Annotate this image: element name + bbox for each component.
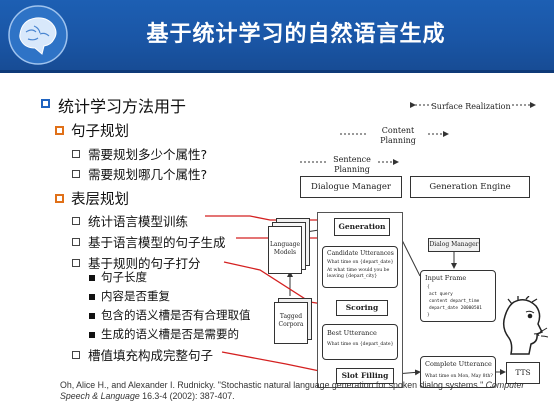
list-item: 内容是否重复: [101, 289, 170, 303]
list-item: 需要规划哪几个属性?: [88, 167, 208, 182]
bullet-square-icon: [72, 238, 80, 246]
tagged-corpora-box: Tagged Corpora: [274, 302, 308, 344]
list-item: 句子长度: [101, 270, 147, 284]
citation: Oh, Alice H., and Alexander I. Rudnicky.…: [60, 380, 540, 402]
candidate-text: At what time would you be leaving {depar…: [327, 268, 390, 279]
best-utterance-box: Best Utterance What time on {depart_date…: [322, 324, 398, 360]
citation-authors: Oh, Alice H., and Alexander I. Rudnicky.…: [60, 380, 486, 390]
tts-box: TTS: [506, 362, 540, 384]
speaking-head-icon: [502, 296, 548, 355]
slot-filling-label: Slot Filling: [341, 371, 389, 380]
candidate-utterances-label: Candidate Utterances: [327, 250, 394, 257]
dialogue-manager-label: Dialogue Manager: [311, 182, 391, 192]
language-models-label: Language Models: [269, 241, 301, 256]
dialogue-manager-box: Dialogue Manager: [300, 176, 402, 198]
bullet-square-icon: [72, 217, 80, 225]
list-item: 槽值填充构成完整句子: [88, 348, 214, 363]
label-sentence-planning: Sentence Planning: [333, 155, 371, 174]
list-item: 基于语言模型的句子生成: [88, 235, 226, 250]
tts-label: TTS: [515, 368, 531, 377]
outline-surface-planning: 表层规划: [71, 192, 129, 208]
frame-line: depart_date 20000501: [429, 306, 482, 311]
input-frame-label: Input Frame: [425, 274, 467, 282]
dialog-manager-label: Dialog Manager: [429, 241, 479, 248]
generation-engine-label: Generation Engine: [429, 182, 511, 192]
label-surface-realization: Surface Realization: [431, 102, 511, 111]
bullet-filled-icon: [89, 275, 95, 281]
complete-utterance-label: Complete Utterance: [425, 360, 492, 368]
complete-utterance-text: What time on Mon, May 8th?: [425, 374, 493, 379]
frame-line: }: [427, 313, 430, 318]
bullet-square-icon: [72, 351, 80, 359]
outline-sentence-planning: 句子规划: [71, 124, 129, 140]
frame-line: {: [427, 285, 430, 290]
outline-heading: 统计学习方法用于: [58, 97, 187, 116]
bullet-square-icon: [72, 170, 80, 178]
bullet-filled-icon: [89, 294, 95, 300]
slot-filling-box: Slot Filling: [336, 368, 394, 384]
complete-utterance-box: Complete Utterance What time on Mon, May…: [420, 356, 496, 388]
bullet-filled-icon: [89, 313, 95, 319]
dialog-manager-box: Dialog Manager: [428, 238, 480, 252]
brain-logo-icon: [8, 5, 68, 65]
bullet-square-icon: [55, 194, 64, 203]
bullet-square-icon: [55, 126, 64, 135]
label-content-planning: Content Planning: [380, 126, 416, 145]
language-models-box: Language Models: [268, 226, 302, 274]
scoring-label: Scoring: [345, 303, 379, 312]
best-utterance-text: What time on {depart_date}: [327, 342, 394, 347]
page-title: 基于统计学习的自然语言生成: [146, 22, 446, 47]
best-utterance-label: Best Utterance: [327, 329, 377, 337]
bullet-square-icon: [41, 99, 50, 108]
generation-engine-box: Generation Engine: [410, 176, 530, 198]
generation-box: Generation: [334, 218, 390, 236]
list-item: 包含的语义槽是否有合理取值: [101, 308, 251, 322]
generation-label: Generation: [338, 222, 386, 231]
tagged-corpora-label: Tagged Corpora: [278, 313, 304, 328]
candidate-utterances-box: Candidate Utterances What time on {depar…: [322, 246, 398, 288]
scoring-box: Scoring: [336, 300, 388, 316]
candidate-text: What time on {depart_date}: [327, 260, 394, 265]
input-frame-box: Input Frame { act query content depart_t…: [420, 270, 496, 322]
bullet-square-icon: [72, 259, 80, 267]
list-item: 基于规则的句子打分: [88, 256, 201, 271]
citation-journal: Computer Speech & Language: [60, 380, 525, 401]
bullet-filled-icon: [89, 332, 95, 338]
frame-line: content depart_time: [429, 299, 480, 304]
citation-tail: 16.3-4 (2002): 387-407.: [139, 391, 235, 401]
list-item: 需要规划多少个属性?: [88, 147, 208, 162]
list-item: 统计语言模型训练: [88, 214, 189, 229]
frame-line: act query: [429, 292, 453, 297]
header-bar: 基于统计学习的自然语言生成: [0, 0, 554, 73]
list-item: 生成的语义槽是否是需要的: [101, 327, 239, 341]
bullet-square-icon: [72, 150, 80, 158]
